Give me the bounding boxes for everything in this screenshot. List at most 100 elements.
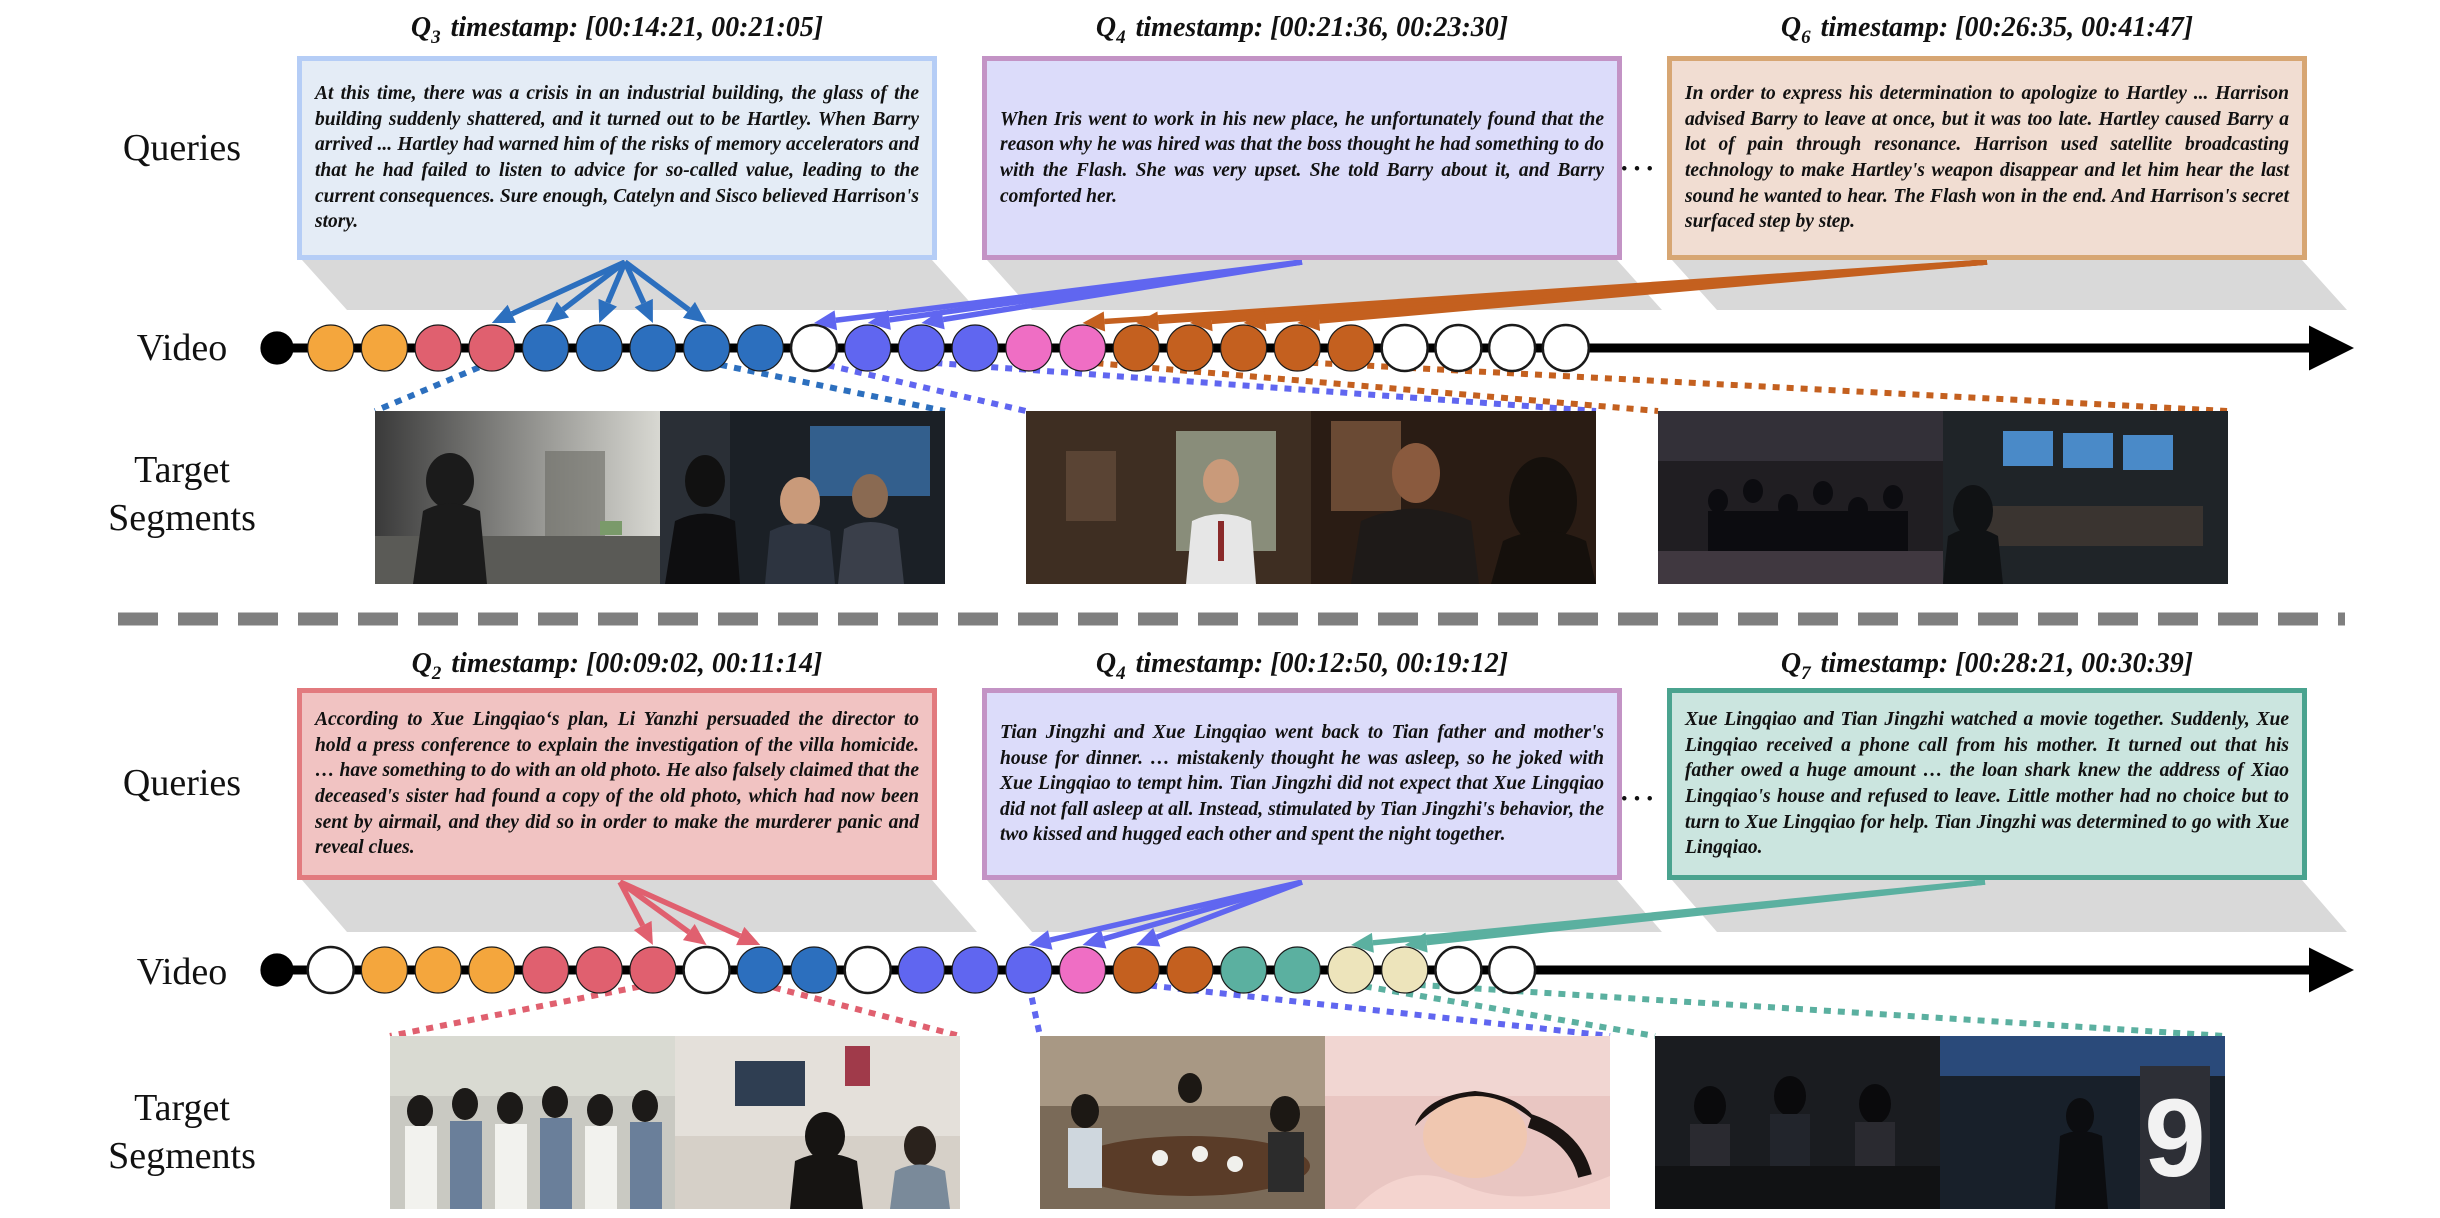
conversation-scene-image xyxy=(1311,411,1596,584)
ellipsis-top: … xyxy=(1618,137,1656,179)
press-conference-image xyxy=(390,1036,675,1209)
video-node xyxy=(629,324,677,372)
query-arrowhead xyxy=(633,920,653,945)
query-shadow xyxy=(987,880,1662,932)
video-label-top: Video xyxy=(137,327,228,369)
video-node xyxy=(844,324,892,372)
segment-connector-end xyxy=(759,981,961,1039)
sleeping-woman-image xyxy=(1325,1036,1610,1209)
query-box-bottom-1: According to Xue Lingqiao‘s plan, Li Yan… xyxy=(297,688,937,880)
video-node xyxy=(843,945,892,995)
lab-scene-image xyxy=(660,411,945,584)
segment-frame-top-3a xyxy=(1658,411,1943,584)
query-shadow xyxy=(1672,880,2347,932)
query-shadow xyxy=(987,260,1662,310)
segment-frame-bottom-3b: 9 xyxy=(1940,1036,2225,1209)
query-arrow xyxy=(622,260,647,305)
crowd-scene-image xyxy=(1658,411,1943,584)
query-arrowhead xyxy=(1136,311,1159,332)
cinema-seats-image xyxy=(1655,1036,1940,1209)
video-node xyxy=(1434,323,1483,373)
video-node xyxy=(789,323,839,373)
segment-frame-top-1a xyxy=(375,411,660,584)
ellipsis-bottom: … xyxy=(1618,767,1656,809)
query-arrowhead xyxy=(1082,311,1106,332)
segment-connector-end xyxy=(1135,981,1611,1039)
video-node xyxy=(1380,323,1429,373)
video-node xyxy=(1005,946,1053,994)
video-node xyxy=(1273,324,1321,372)
target-label-top-line2: Segments xyxy=(108,497,256,539)
video-node xyxy=(468,324,516,372)
query-arrowhead xyxy=(1404,932,1428,953)
query-arrowhead xyxy=(1297,311,1321,332)
queries-label-top: Queries xyxy=(123,127,241,169)
query-arrowhead xyxy=(1082,929,1107,949)
query-arrowhead xyxy=(634,298,653,323)
video-node xyxy=(1166,946,1214,994)
query-arrow xyxy=(1318,259,1988,324)
query-arrowhead xyxy=(682,301,707,323)
target-label-bottom-line1: Target xyxy=(134,1087,230,1129)
video-node xyxy=(1219,946,1268,994)
segment-frame-top-1b xyxy=(660,411,945,584)
segment-connector-start xyxy=(1082,359,1659,414)
query-arrowhead xyxy=(1189,311,1213,332)
segment-frame-top-2b xyxy=(1311,411,1596,584)
query-arrow xyxy=(510,259,627,317)
cinema-hall-sign: 9 xyxy=(2144,1077,2205,1200)
video-node xyxy=(1434,945,1483,995)
query-text-bottom-3: Xue Lingqiao and Tian Jingzhi watched a … xyxy=(1685,709,2289,859)
video-node xyxy=(1166,324,1214,372)
query-arrowhead xyxy=(545,301,570,323)
video-node xyxy=(521,324,570,372)
query-box-bottom-3: Xue Lingqiao and Tian Jingzhi watched a … xyxy=(1667,688,2307,880)
query-arrowhead xyxy=(598,298,617,323)
queries-label-bottom: Queries xyxy=(123,762,241,804)
segment-connector-end xyxy=(1297,359,2229,414)
query-arrowhead xyxy=(736,926,761,946)
video-node xyxy=(1541,323,1591,373)
query-box-bottom-2: Tian Jingzhi and Xue Lingqiao went back … xyxy=(982,688,1622,880)
query-box-top-3: In order to express his determination to… xyxy=(1667,56,2307,260)
segment-frame-top-3b xyxy=(1943,411,2228,584)
video-node xyxy=(790,946,838,994)
video-node xyxy=(1112,946,1160,994)
video-node xyxy=(575,946,623,994)
query-box-top-2: When Iris went to work in his new place,… xyxy=(982,56,1622,260)
segment-frame-bottom-1b xyxy=(675,1036,960,1209)
video-node xyxy=(414,946,462,994)
query-text-top-2: When Iris went to work in his new place,… xyxy=(1000,108,1604,207)
video-node xyxy=(260,953,294,987)
segment-frame-bottom-2a xyxy=(1040,1036,1325,1209)
office-scene-image xyxy=(1026,411,1311,584)
video-nodes xyxy=(260,323,1591,995)
query-text-bottom-2: Tian Jingzhi and Xue Lingqiao went back … xyxy=(1000,722,1604,846)
video-node xyxy=(1381,946,1429,994)
video-node xyxy=(1219,324,1268,372)
query-arrowhead xyxy=(1243,311,1267,332)
query-arrow xyxy=(618,879,691,935)
query-text-bottom-1: According to Xue Lingqiao‘s plan, Li Yan… xyxy=(315,709,919,859)
query-arrowhead xyxy=(491,304,516,323)
control-room-image xyxy=(1943,411,2228,584)
video-node xyxy=(897,946,946,994)
target-label-top-line1: Target xyxy=(134,449,230,491)
query-arrow xyxy=(618,879,742,939)
video-node xyxy=(468,946,516,994)
segment-connector-start xyxy=(1025,983,1043,1037)
query-arrowhead xyxy=(682,923,707,945)
segment-frame-bottom-1a xyxy=(390,1036,675,1209)
video-node xyxy=(360,946,408,994)
query-arrow xyxy=(617,880,646,927)
video-node xyxy=(1112,324,1160,372)
video-label-bottom: Video xyxy=(137,951,228,993)
video-node xyxy=(1487,323,1537,373)
query-shadow xyxy=(1672,260,2347,310)
video-node xyxy=(682,945,731,995)
